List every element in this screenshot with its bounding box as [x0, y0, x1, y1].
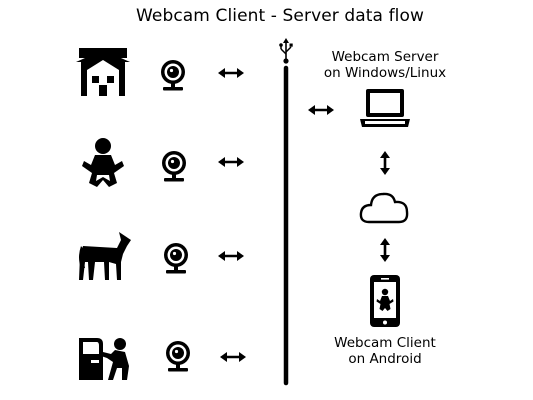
- laptop-icon: [360, 89, 410, 127]
- client-label-line1: Webcam Client: [334, 335, 436, 351]
- vertical-double-arrow: [378, 149, 392, 177]
- vertical-double-arrow: [378, 236, 392, 264]
- double-arrow: [216, 66, 246, 80]
- baby-icon: [82, 138, 124, 187]
- dog-icon: [79, 232, 131, 280]
- usb-icon: [279, 38, 293, 64]
- diagram-title: Webcam Client - Server data flow: [135, 6, 424, 26]
- webcam-icon: [161, 60, 185, 91]
- server-label-line1: Webcam Server: [331, 49, 439, 65]
- double-arrow: [216, 249, 246, 263]
- server-label: Webcam Server on Windows/Linux: [300, 49, 470, 81]
- double-arrow: [306, 103, 336, 117]
- webcam-icon: [164, 243, 188, 274]
- car-thief-icon: [79, 338, 129, 380]
- double-arrow: [218, 350, 248, 364]
- webcam-icon: [162, 151, 186, 182]
- cloud-icon: [359, 192, 409, 224]
- double-arrow: [216, 155, 246, 169]
- client-label: Webcam Client on Android: [300, 335, 470, 367]
- house-icon: [76, 48, 130, 96]
- webcam-icon: [166, 341, 190, 372]
- client-label-line2: on Android: [348, 351, 422, 367]
- server-label-line2: on Windows/Linux: [323, 65, 447, 81]
- smartphone-icon: [370, 275, 400, 327]
